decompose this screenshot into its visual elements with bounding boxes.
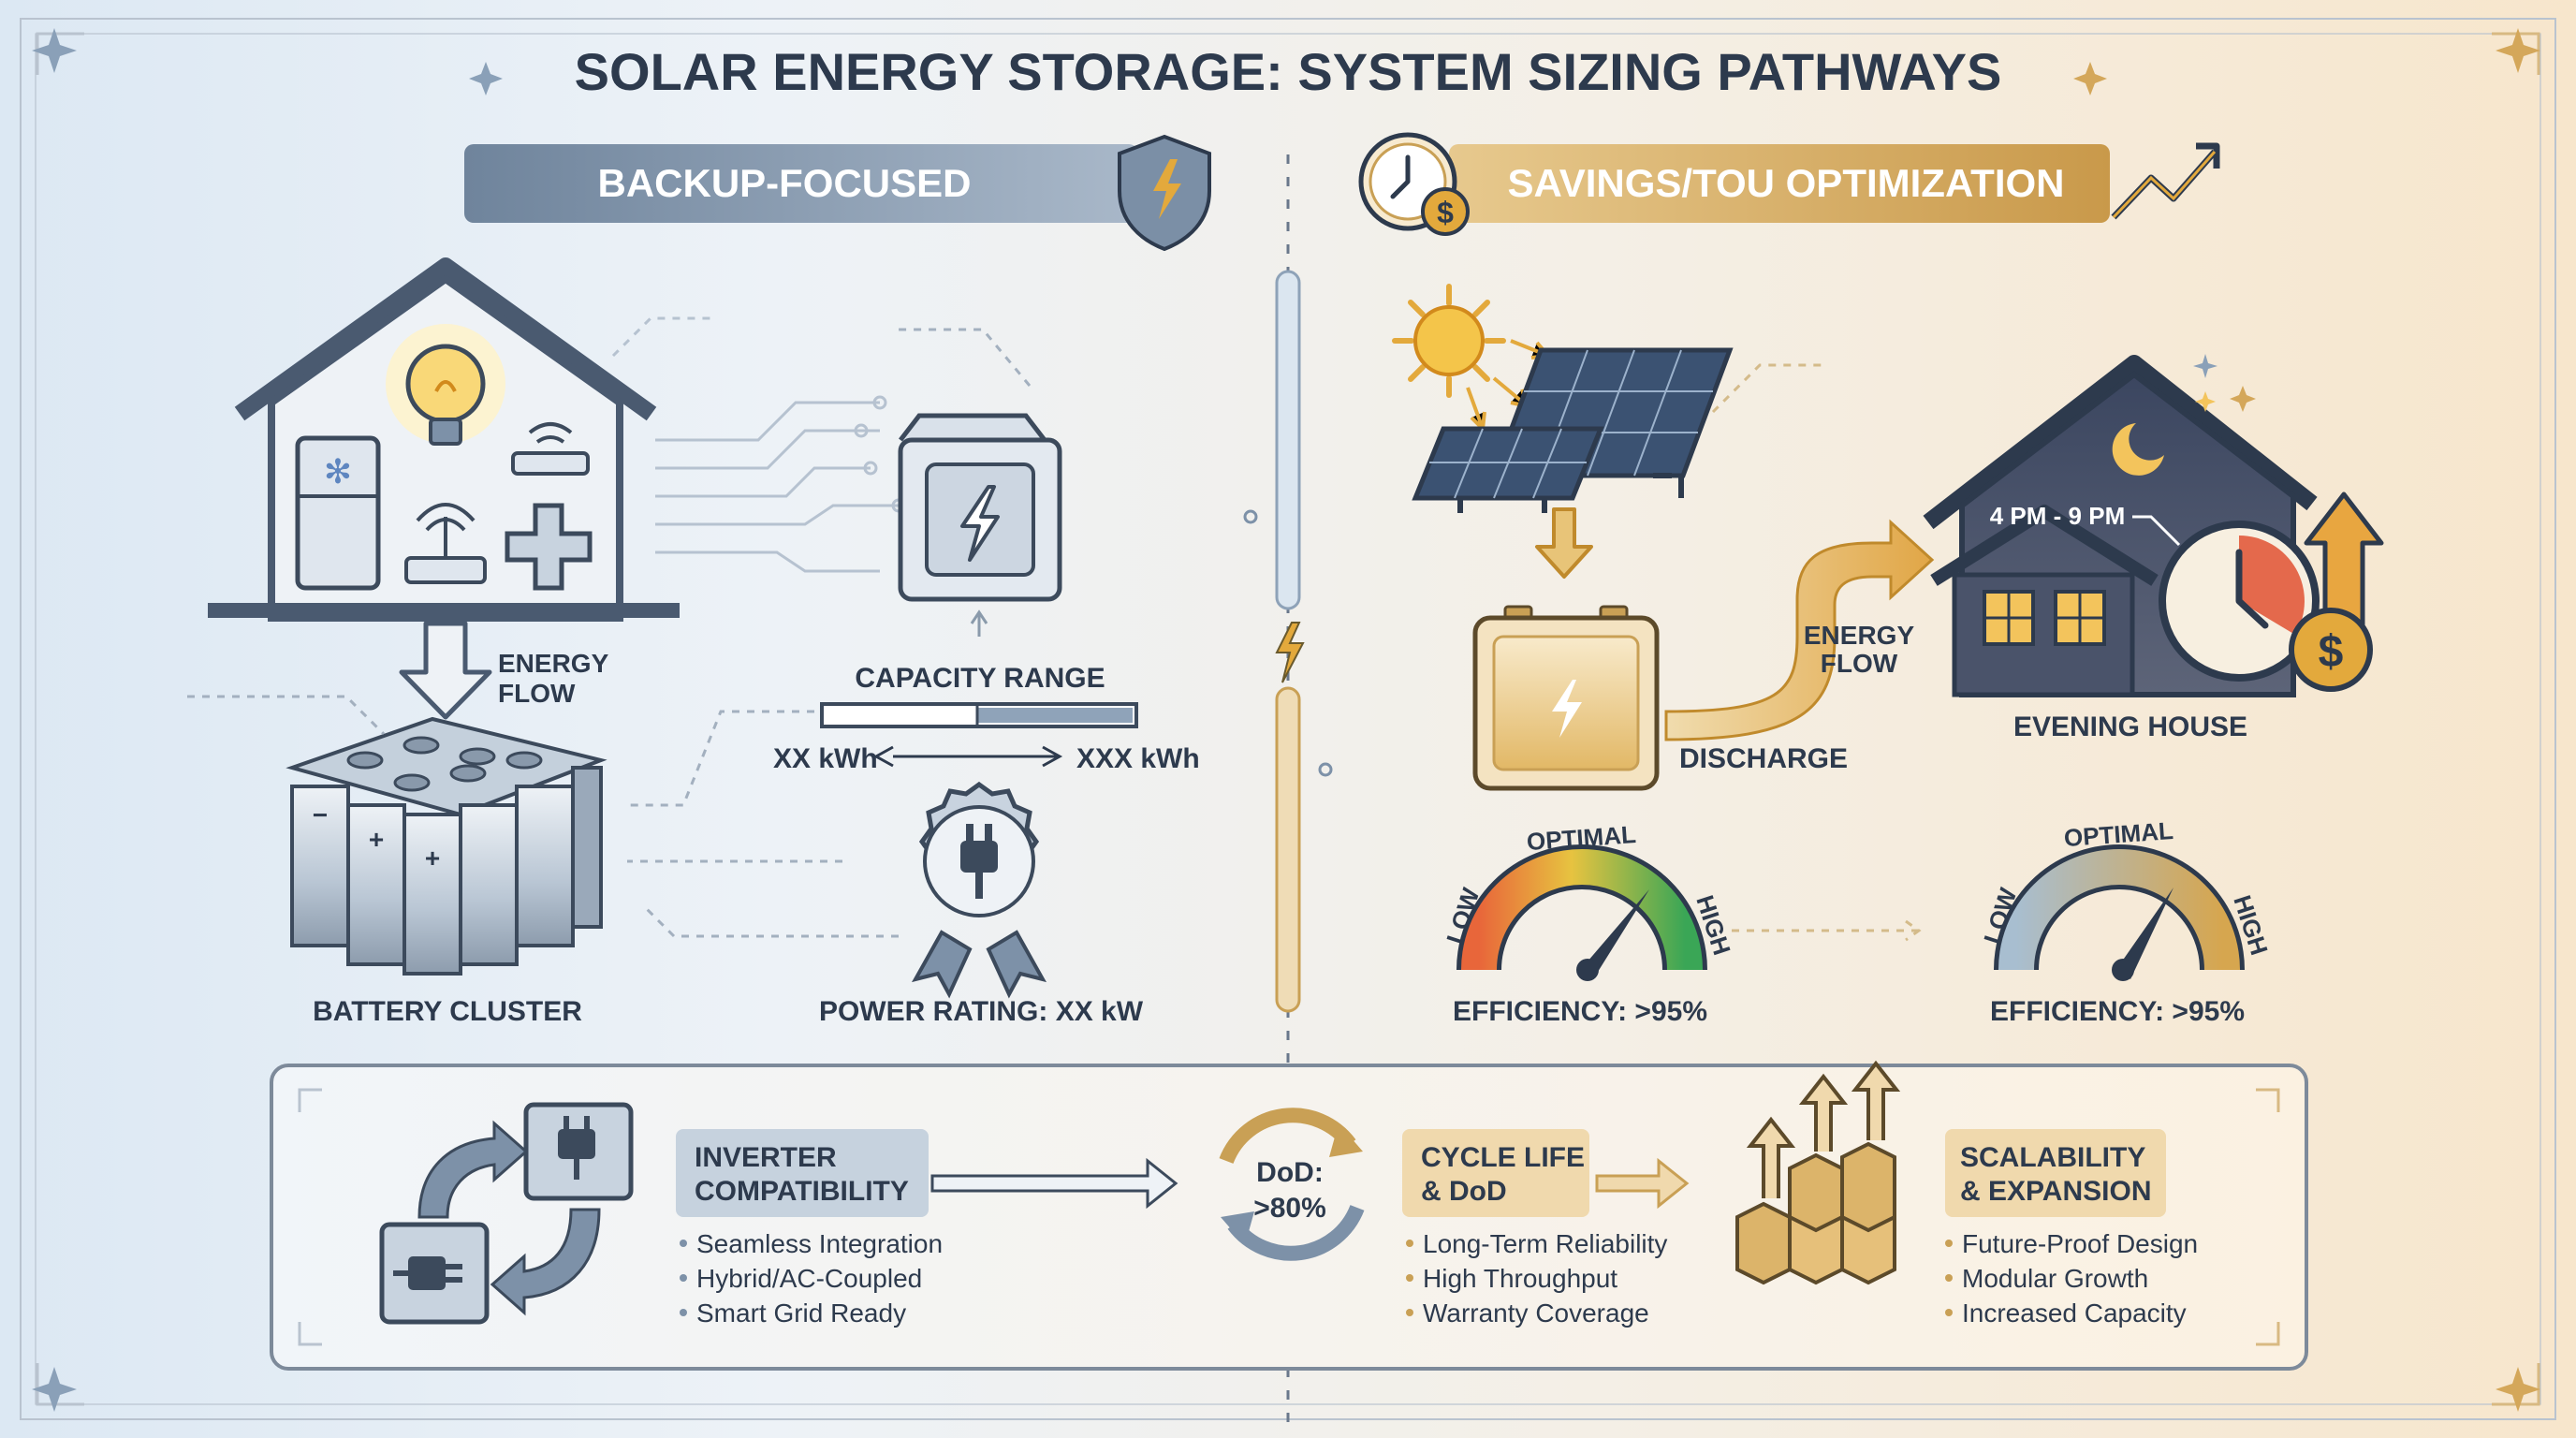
cycle-icon — [1219, 1108, 1365, 1261]
cycle-title-box — [1402, 1129, 1589, 1217]
scalability-title-line2: & EXPANSION — [1960, 1176, 2151, 1207]
svg-text:✻: ✻ — [324, 452, 352, 491]
cycle-title-line2: & DoD — [1421, 1176, 1507, 1207]
backup-header-label: BACKUP-FOCUSED — [598, 161, 972, 205]
dod-label-line1: DoD: — [1256, 1157, 1324, 1188]
scalability-item: Increased Capacity — [1962, 1299, 2187, 1328]
scalability-list: Future-Proof Design Modular Growth Incre… — [1945, 1229, 2198, 1328]
capacity-range-bar — [820, 702, 1138, 728]
battery-cluster-icon: − + + — [285, 716, 607, 976]
star-icon — [32, 28, 2540, 1412]
inverter-item: Hybrid/AC-Coupled — [696, 1264, 922, 1293]
range-arrow-icon — [872, 745, 1063, 768]
up-arrow-icon — [970, 609, 988, 637]
right-energy-flow-line2: FLOW — [1821, 649, 1898, 678]
scalability-item: Modular Growth — [1962, 1264, 2148, 1293]
dashed-connector — [1732, 919, 1922, 942]
dashed-pointers — [187, 328, 1032, 938]
time-window-label: 4 PM - 9 PM — [1990, 502, 2125, 530]
savings-header-label: SAVINGS/TOU OPTIMIZATION — [1507, 161, 2064, 205]
gauge-icon — [1994, 844, 2245, 981]
savings-tou-header: SAVINGS/TOU OPTIMIZATION $ — [1358, 132, 2220, 236]
power-rating-label: POWER RATING: XX kW — [819, 996, 1144, 1027]
gauge2-optimal-label: OPTIMAL — [2063, 816, 2174, 852]
cycle-item: Long-Term Reliability — [1423, 1229, 1667, 1258]
cycle-item: Warranty Coverage — [1423, 1299, 1649, 1328]
cycle-title-line1: CYCLE LIFE — [1421, 1142, 1585, 1173]
svg-text:−: − — [313, 800, 328, 829]
solar-panel-icon — [1412, 347, 1734, 513]
page-title: SOLAR ENERGY STORAGE: SYSTEM SIZING PATH… — [575, 42, 2002, 101]
charge-arrow — [1535, 507, 1593, 579]
capacity-max-label: XXX kWh — [1076, 743, 1200, 774]
cycle-list: Long-Term Reliability High Throughput Wa… — [1406, 1229, 1667, 1328]
energy-flow-label-line2: FLOW — [498, 679, 576, 708]
gauge1-optimal-label: OPTIMAL — [1526, 820, 1637, 856]
energy-flow-arrow — [399, 621, 492, 720]
clock-dollar-icon: $ — [1358, 132, 1470, 236]
fridge-icon: ✻ — [295, 435, 381, 591]
trend-arrow-icon — [2111, 142, 2220, 220]
dod-label-line2: >80% — [1253, 1193, 1326, 1224]
arrow-right-icon — [1595, 1157, 1690, 1210]
scalability-title-box — [1945, 1129, 2166, 1217]
inverter-title-box — [676, 1129, 929, 1217]
svg-text:$: $ — [1437, 196, 1454, 229]
energy-flow-label-line1: ENERGY — [498, 649, 609, 678]
gauge-icon — [1456, 844, 1707, 981]
wifi-router-icon — [404, 422, 590, 584]
inverter-item: Smart Grid Ready — [696, 1299, 906, 1328]
lightbulb-icon — [386, 324, 505, 446]
scalability-item: Future-Proof Design — [1962, 1229, 2198, 1258]
stacked-boxes-icon — [1735, 1060, 1901, 1285]
sun-icon — [1392, 284, 1506, 398]
energy-flow-curve-arrow — [1664, 519, 1935, 741]
dashed-pointer-right — [1711, 363, 1825, 414]
scalability-title-line1: SCALABILITY — [1960, 1142, 2145, 1173]
plug-badge-icon — [911, 781, 1047, 999]
capacity-min-label: XX kWh — [773, 743, 878, 774]
moon-icon — [2112, 354, 2256, 476]
battery-module-icon — [898, 413, 1062, 602]
inverter-item: Seamless Integration — [696, 1229, 943, 1258]
efficiency-label-2: EFFICIENCY: >95% — [1990, 996, 2245, 1027]
inverter-list: Seamless Integration Hybrid/AC-Coupled S… — [680, 1229, 943, 1328]
center-divider — [1243, 154, 1333, 1423]
shield-bolt-icon — [1118, 134, 1211, 252]
evening-house-label: EVENING HOUSE — [2013, 712, 2247, 742]
svg-text:$: $ — [2319, 627, 2344, 677]
efficiency-label-1: EFFICIENCY: >95% — [1453, 996, 1707, 1027]
inverter-icon — [379, 1102, 634, 1325]
svg-text:+: + — [369, 825, 384, 854]
svg-text:+: + — [425, 844, 440, 873]
clock-cost-icon: $ — [2159, 492, 2384, 692]
right-energy-flow-line1: ENERGY — [1804, 621, 1915, 650]
discharge-label: DISCHARGE — [1679, 743, 1848, 774]
backup-focused-header: BACKUP-FOCUSED — [464, 134, 1211, 252]
battery-icon — [1472, 605, 1660, 791]
battery-cluster-label: BATTERY CLUSTER — [313, 996, 582, 1027]
medical-cross-icon — [505, 503, 593, 591]
arrow-right-icon — [930, 1157, 1178, 1210]
circuit-lines — [611, 316, 906, 573]
inverter-title-line2: COMPATIBILITY — [695, 1176, 909, 1207]
cycle-item: High Throughput — [1423, 1264, 1617, 1293]
inverter-title-line1: INVERTER — [695, 1142, 837, 1173]
capacity-range-label: CAPACITY RANGE — [855, 663, 1105, 694]
